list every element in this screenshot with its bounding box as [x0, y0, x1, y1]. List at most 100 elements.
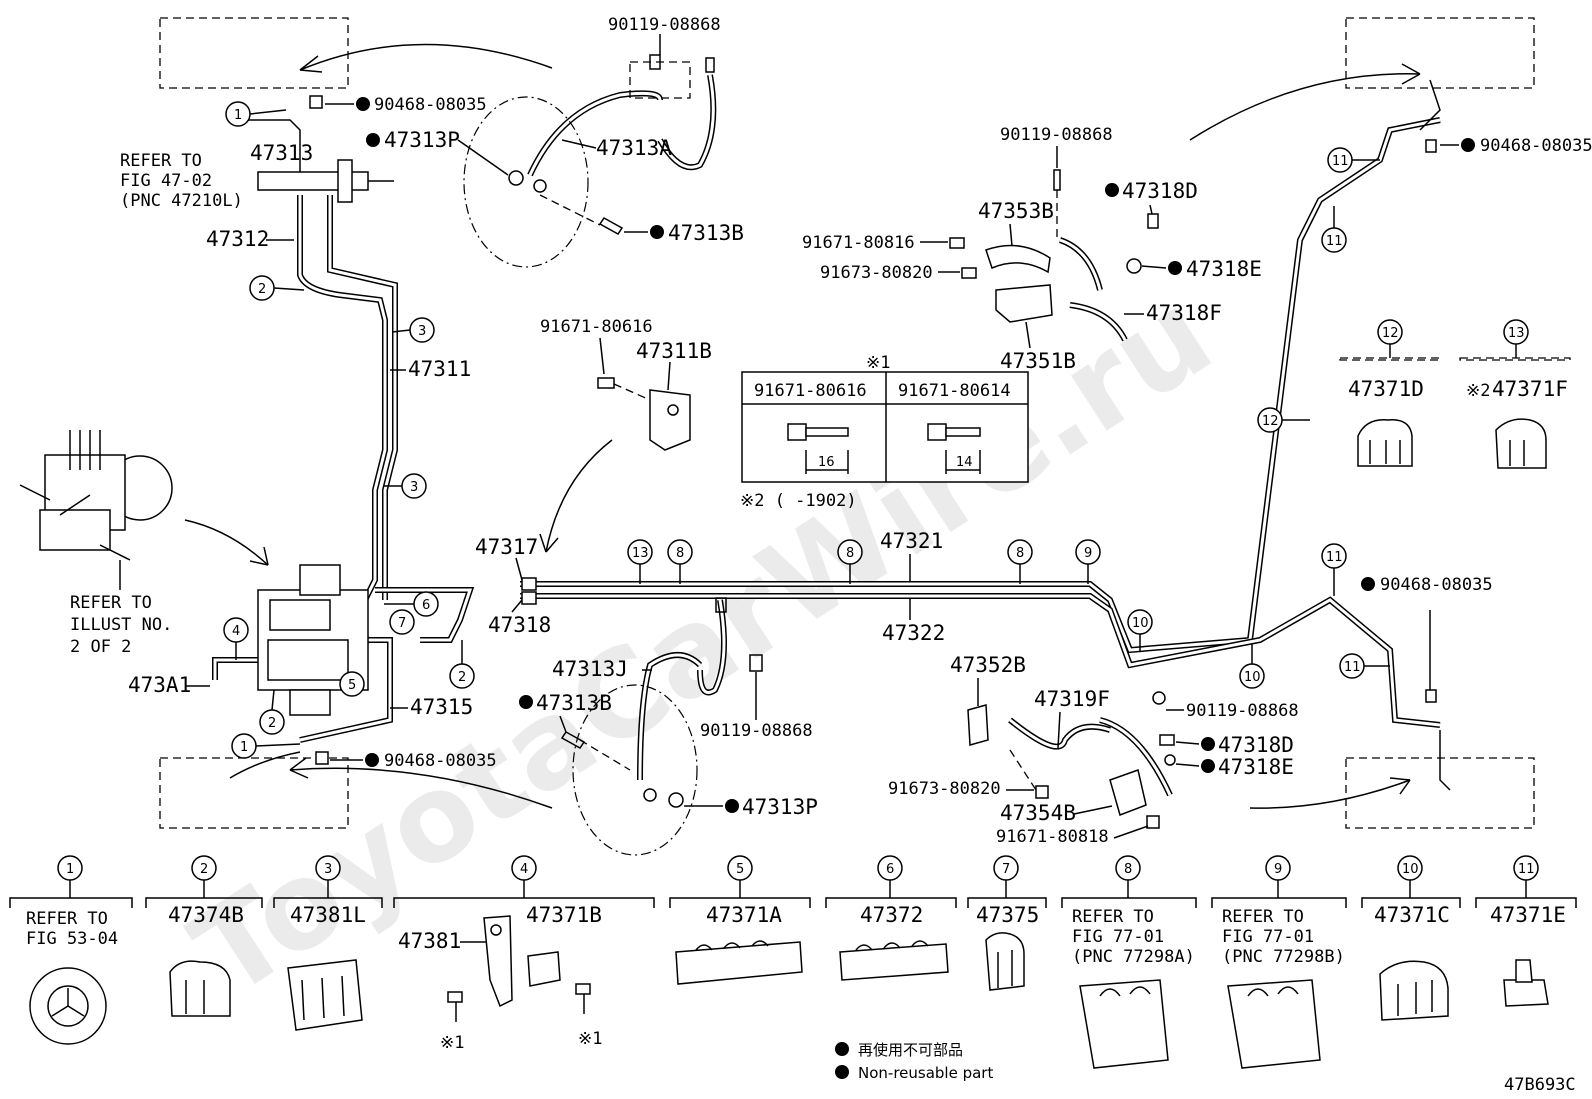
legend-line-1: 再使用不可部品	[858, 1041, 963, 1059]
table-col1-len: 16	[818, 455, 835, 470]
legend-dot-2	[835, 1065, 849, 1079]
label-91673-80820-a: 91673-80820	[820, 263, 933, 283]
label-90119-08868-b: 90119-08868	[1000, 125, 1113, 145]
nonreusable-dot	[356, 97, 370, 111]
label-47318e-b: 47318E	[1218, 755, 1294, 779]
svg-text:13: 13	[632, 546, 649, 561]
label-47318f: 47318F	[1146, 301, 1222, 325]
ref-box-top-right	[1345, 17, 1535, 89]
clip-77298a-sketch	[1079, 979, 1169, 1069]
svg-text:4: 4	[232, 624, 240, 639]
clip-77298b-sketch	[1227, 979, 1321, 1069]
bottom-label-1-line2: FIG 53-04	[26, 929, 118, 949]
brake-pipes	[212, 79, 1451, 791]
flex-hose-47313a	[463, 54, 717, 268]
clip-90468-top-left	[309, 95, 323, 109]
svg-text:ILLUST NO.: ILLUST NO.	[70, 615, 172, 635]
label-47313p-b: 47313P	[742, 795, 818, 819]
arrow-top-right	[1189, 73, 1421, 141]
svg-text:1: 1	[234, 108, 242, 123]
svg-text:10: 10	[1402, 862, 1419, 877]
bolts-47371b	[447, 983, 591, 1022]
connector-47317	[521, 577, 537, 591]
callout-2-c: 2	[449, 640, 475, 689]
svg-text:8: 8	[676, 546, 684, 561]
label-47313b-a: 47313B	[668, 221, 744, 245]
svg-text:FIG 77-01: FIG 77-01	[1072, 927, 1164, 947]
bottom-parts-row: 1 2 3 4 5 6 7 8 9 10 11 REFER TO FIG 53-…	[9, 855, 1577, 1069]
svg-text:11: 11	[1326, 550, 1343, 565]
label-47371f: 47371F	[1492, 377, 1568, 401]
bottom-callout-11: 11	[1513, 855, 1539, 898]
clip-47371e-sketch	[1503, 959, 1549, 1007]
callout-11-d: 11	[1339, 653, 1390, 679]
svg-text:11: 11	[1326, 234, 1343, 249]
label-90119-08868-d: 90119-08868	[1186, 701, 1299, 721]
bottom-callout-5: 5	[727, 855, 753, 898]
svg-text:(PNC 77298A): (PNC 77298A)	[1072, 947, 1195, 967]
svg-text:2: 2	[258, 282, 266, 297]
svg-text:5: 5	[736, 862, 744, 877]
svg-text:3: 3	[410, 480, 418, 495]
clip-47371f-illus	[1459, 357, 1571, 469]
svg-text:11: 11	[1344, 660, 1361, 675]
callout-11-c: 11	[1321, 543, 1347, 596]
bottom-label-10: 47371C	[1374, 903, 1450, 927]
svg-text:2 OF 2: 2 OF 2	[70, 637, 131, 657]
svg-text:FIG 47-02: FIG 47-02	[120, 171, 212, 191]
svg-text:3: 3	[418, 324, 426, 339]
svg-text:7: 7	[398, 616, 406, 631]
bottom-note-4b: ※1	[578, 1029, 602, 1049]
label-47313: 47313	[250, 141, 313, 165]
svg-text:11: 11	[1332, 154, 1349, 169]
svg-text:8: 8	[846, 546, 854, 561]
label-47354b: 47354B	[1000, 801, 1076, 825]
label-47322: 47322	[882, 621, 945, 645]
grommet-sketch	[29, 967, 107, 1045]
bottom-callout-4: 4	[511, 855, 537, 898]
svg-text:3: 3	[324, 862, 332, 877]
svg-text:10: 10	[1132, 616, 1149, 631]
label-47371d: 47371D	[1348, 377, 1424, 401]
svg-text:FIG 77-01: FIG 77-01	[1222, 927, 1314, 947]
label-47317: 47317	[475, 535, 538, 559]
callout-2-a: 2	[249, 275, 305, 301]
callout-13-b: 13	[1503, 319, 1529, 358]
clip-90468-top-right	[1425, 139, 1437, 153]
bottom-label-11: 47371E	[1490, 903, 1566, 927]
refer-note-left-illust: REFER TO ILLUST NO. 2 OF 2	[70, 593, 172, 657]
bottom-label-4-sub: 47381	[398, 929, 461, 953]
legend-dot-1	[835, 1042, 849, 1056]
legend: 再使用不可部品 Non-reusable part	[835, 1041, 993, 1082]
callout-12-b: 12	[1377, 319, 1403, 358]
table-col2-len: 14	[956, 455, 973, 470]
table-col1-part: 91671-80616	[754, 381, 867, 401]
label-90119-08868-a: 90119-08868	[608, 15, 721, 35]
arrow-left-illust	[184, 519, 269, 566]
arrow-top-left	[299, 43, 553, 71]
label-91671-80818: 91671-80818	[996, 827, 1109, 847]
bracket-47311b	[597, 377, 691, 451]
callout-7: 7	[389, 609, 415, 635]
bottom-label-8-line1: REFER TO	[1072, 907, 1154, 927]
label-47313b-b: 47313B	[536, 691, 612, 715]
svg-text:2: 2	[268, 716, 276, 731]
callout-11-b: 11	[1321, 206, 1347, 253]
bottom-callout-1: 1	[57, 855, 83, 898]
label-473a1: 473A1	[128, 673, 191, 697]
callout-6: 6	[384, 591, 439, 617]
svg-text:(PNC 77298B): (PNC 77298B)	[1222, 947, 1345, 967]
svg-text:2: 2	[458, 670, 466, 685]
svg-text:1: 1	[66, 862, 74, 877]
label-90468-08035-c: 90468-08035	[384, 751, 497, 771]
svg-text:12: 12	[1262, 414, 1279, 429]
callout-10-b: 10	[1239, 644, 1265, 689]
note-mark-2: ※2	[1466, 381, 1490, 401]
svg-text:12: 12	[1382, 326, 1399, 341]
bolt-table: ※1 91671-80616 91671-80614 16 14 ※2 ( -1…	[740, 353, 1029, 511]
callout-13-a: 13	[627, 539, 653, 584]
abs-illustration	[19, 430, 173, 590]
svg-text:8: 8	[1124, 862, 1132, 877]
callout-3-b: 3	[384, 473, 427, 499]
